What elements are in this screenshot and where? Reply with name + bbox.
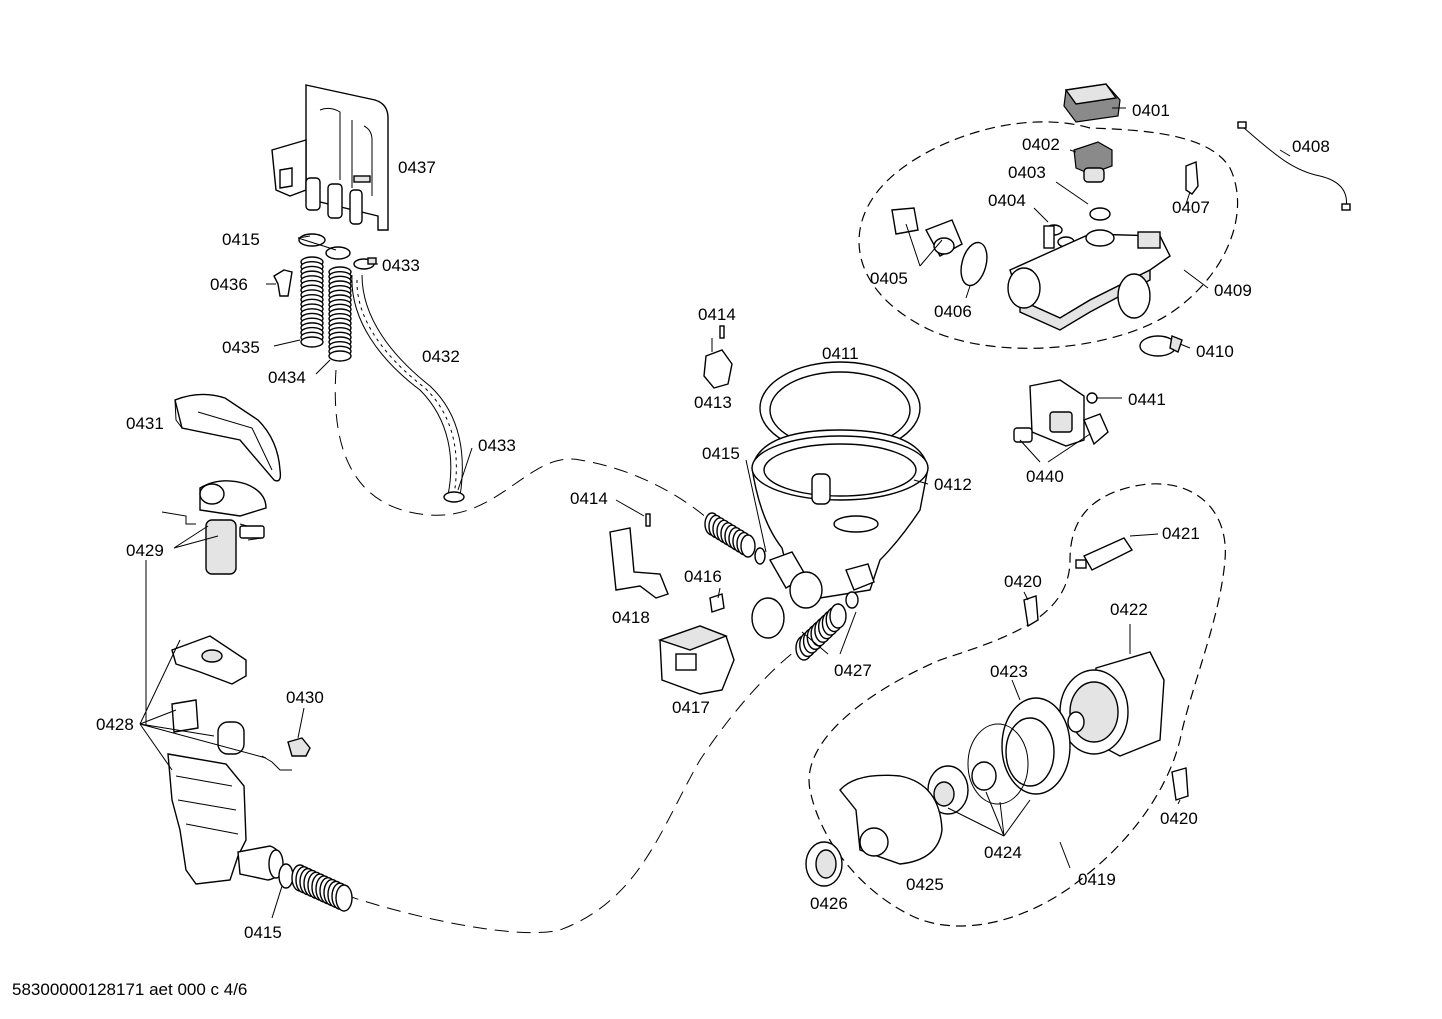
label-0441: 0441 — [1128, 390, 1166, 409]
label-0401: 0401 — [1132, 101, 1170, 120]
label-0407: 0407 — [1172, 198, 1210, 217]
part-0407 — [1185, 160, 1199, 195]
part-0426 — [805, 841, 843, 887]
label-0431: 0431 — [126, 414, 164, 433]
part-0410 — [1139, 335, 1183, 357]
part-0414-screws — [645, 325, 725, 527]
label-0414-mid: 0414 — [570, 489, 608, 508]
part-0415-bottom — [278, 863, 353, 912]
label-0428: 0428 — [96, 715, 134, 734]
part-0417 — [657, 625, 735, 695]
part-0415-mid — [704, 512, 766, 565]
label-0433-top: 0433 — [382, 256, 420, 275]
part-0432-hose — [351, 274, 463, 497]
part-0428 — [167, 635, 292, 885]
part-0418 — [609, 527, 669, 599]
label-0420-lower: 0420 — [1160, 809, 1198, 828]
label-0423: 0423 — [990, 662, 1028, 681]
leader-lines — [139, 107, 1291, 919]
hose-route-bottom — [344, 639, 811, 934]
label-0415-mid: 0415 — [702, 444, 740, 463]
part-0411 — [759, 361, 921, 455]
label-0404: 0404 — [988, 191, 1026, 210]
assembly-boundary-0409 — [858, 121, 1239, 349]
part-0420-lower — [1171, 767, 1189, 801]
label-0422: 0422 — [1110, 600, 1148, 619]
part-0430 — [287, 737, 311, 757]
part-0431 — [174, 393, 282, 482]
label-0406: 0406 — [934, 302, 972, 321]
part-0434-hose — [328, 266, 352, 362]
label-0418: 0418 — [612, 608, 650, 627]
label-0410: 0410 — [1196, 342, 1234, 361]
label-0420-upper: 0420 — [1004, 572, 1042, 591]
part-0436 — [273, 269, 293, 297]
label-0411: 0411 — [822, 344, 859, 363]
part-0405 — [891, 207, 963, 257]
label-0415-top: 0415 — [222, 230, 260, 249]
part-0427 — [751, 591, 859, 661]
assembly-boundary-0419 — [808, 483, 1226, 927]
part-0421 — [1075, 537, 1134, 571]
label-0416: 0416 — [684, 567, 722, 586]
part-0423 — [1001, 697, 1071, 795]
label-0427: 0427 — [834, 661, 872, 680]
label-0433-bottom: 0433 — [478, 436, 516, 455]
label-0424: 0424 — [984, 843, 1022, 862]
label-0432: 0432 — [422, 347, 460, 366]
label-0409: 0409 — [1214, 281, 1252, 300]
label-0430: 0430 — [286, 688, 324, 707]
part-0402 — [1073, 141, 1113, 183]
label-0429: 0429 — [126, 541, 164, 560]
label-0408: 0408 — [1292, 137, 1330, 156]
part-0424 — [927, 723, 1029, 815]
part-0416 — [709, 593, 725, 613]
label-0440: 0440 — [1026, 467, 1064, 486]
label-0414-upper: 0414 — [698, 305, 736, 324]
part-0422 — [1059, 651, 1165, 757]
label-0413: 0413 — [694, 393, 732, 412]
label-0426: 0426 — [810, 894, 848, 913]
part-0425 — [839, 774, 943, 865]
part-0412 — [751, 429, 929, 609]
label-0412: 0412 — [934, 475, 972, 494]
part-0420-upper — [1023, 595, 1039, 628]
drawing-reference-footer: 58300000128171 aet 000 c 4/6 — [12, 980, 248, 999]
part-0440-0441 — [1013, 379, 1109, 447]
label-0405: 0405 — [870, 269, 908, 288]
label-0435: 0435 — [222, 338, 260, 357]
label-0434: 0434 — [268, 368, 306, 387]
label-0419: 0419 — [1078, 870, 1116, 889]
part-0435-hose — [300, 256, 324, 348]
part-0408 — [1237, 121, 1351, 211]
label-0403: 0403 — [1008, 163, 1046, 182]
label-0415-bottom: 0415 — [244, 923, 282, 942]
label-0402: 0402 — [1022, 135, 1060, 154]
part-0401 — [1063, 83, 1121, 123]
part-0409 — [1007, 225, 1171, 331]
label-0421: 0421 — [1162, 524, 1200, 543]
label-0425: 0425 — [906, 875, 944, 894]
part-0429 — [161, 480, 267, 575]
label-0436: 0436 — [210, 275, 248, 294]
part-0406 — [960, 241, 988, 287]
label-0437: 0437 — [398, 158, 436, 177]
part-0433-clamp-bottom — [443, 491, 465, 503]
callout-labels: 0401 0402 0403 0404 0405 0406 0407 0408 … — [96, 101, 1330, 942]
part-0437 — [271, 84, 389, 231]
hose-route-left — [334, 369, 721, 531]
label-0417: 0417 — [672, 698, 710, 717]
part-0413 — [703, 349, 733, 389]
